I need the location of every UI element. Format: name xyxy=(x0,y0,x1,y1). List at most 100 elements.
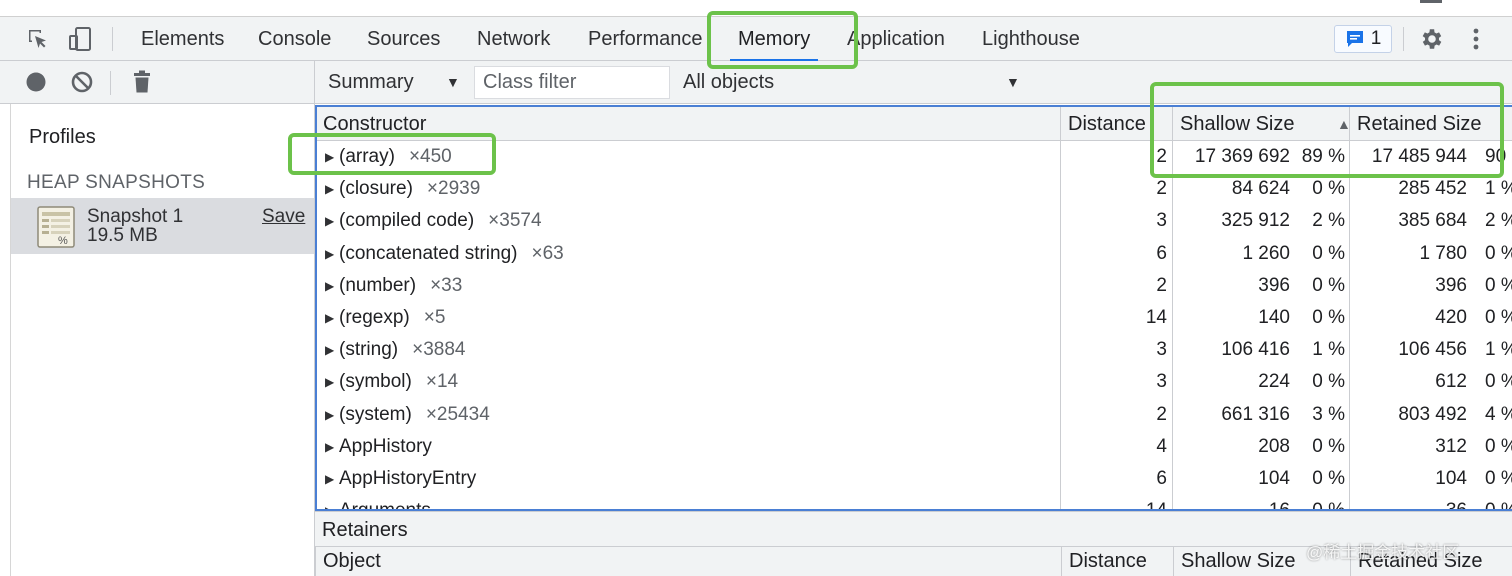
header-constructor[interactable]: Constructor xyxy=(323,113,427,135)
record-icon[interactable] xyxy=(22,68,50,96)
row-shallow-percent: 89 % xyxy=(1301,146,1345,167)
tab-elements[interactable]: Elements xyxy=(141,28,225,50)
row-shallow-percent: 0 % xyxy=(1312,178,1345,200)
retainers-header-distance[interactable]: Distance xyxy=(1069,550,1147,572)
row-shallow-size: 16 xyxy=(1268,500,1290,511)
row-constructor: AppHistory xyxy=(339,431,446,463)
constructor-name: AppHistoryEntry xyxy=(339,468,477,489)
expand-arrow-icon[interactable]: ▶ xyxy=(325,472,335,486)
header-retained-size[interactable]: Retained Size xyxy=(1357,113,1482,135)
constructor-name: (symbol) xyxy=(339,371,412,393)
header-distance[interactable]: Distance xyxy=(1068,113,1146,135)
objects-select[interactable]: All objects xyxy=(683,71,775,93)
tab-performance[interactable]: Performance xyxy=(588,28,703,50)
profiles-title: Profiles xyxy=(29,126,96,148)
sort-ascending-icon[interactable]: ▲ xyxy=(1337,116,1351,132)
constructor-name: (compiled code) xyxy=(339,210,475,232)
expand-arrow-icon[interactable]: ▶ xyxy=(325,214,335,229)
row-distance: 14 xyxy=(1145,500,1167,511)
row-distance: 3 xyxy=(1156,210,1167,232)
expand-arrow-icon[interactable]: ▶ xyxy=(325,182,335,197)
trash-icon[interactable] xyxy=(128,68,156,96)
class-filter-input[interactable] xyxy=(474,66,670,99)
device-toolbar-icon[interactable] xyxy=(66,25,94,53)
expand-arrow-icon[interactable]: ▶ xyxy=(325,311,335,325)
view-select[interactable]: Summary xyxy=(328,71,414,93)
retainers-bar: Retainers xyxy=(315,511,1512,547)
row-distance: 6 xyxy=(1156,468,1167,489)
tab-console[interactable]: Console xyxy=(258,28,332,50)
snapshot-item[interactable]: % Snapshot 1 19.5 MB Save xyxy=(11,198,314,254)
constructor-name: (system) xyxy=(339,403,412,425)
row-distance: 3 xyxy=(1156,339,1167,361)
column-divider xyxy=(1349,107,1350,509)
inspect-element-icon[interactable] xyxy=(24,25,52,53)
expand-arrow-icon[interactable]: ▶ xyxy=(325,343,335,358)
drag-grip[interactable] xyxy=(1420,0,1442,3)
heap-snapshots-title: HEAP SNAPSHOTS xyxy=(27,172,206,193)
snapshot-size: 19.5 MB xyxy=(87,225,158,246)
toolbar-separator xyxy=(1403,27,1404,51)
row-distance: 6 xyxy=(1156,242,1167,264)
expand-arrow-icon[interactable]: ▶ xyxy=(325,150,335,164)
retainers-header-shallow-size[interactable]: Shallow Size xyxy=(1181,550,1296,572)
row-distance: 2 xyxy=(1156,274,1167,296)
expand-arrow-icon[interactable]: ▶ xyxy=(325,407,335,422)
more-options-icon[interactable] xyxy=(1462,25,1490,53)
instance-count: ×5 xyxy=(423,307,446,328)
clear-icon[interactable] xyxy=(68,68,96,96)
row-constructor: (array)×450 xyxy=(339,141,452,173)
row-shallow-size: 325 912 xyxy=(1221,210,1290,232)
view-select-arrow-icon[interactable]: ▼ xyxy=(446,74,460,90)
expand-arrow-icon[interactable]: ▶ xyxy=(325,375,335,390)
header-shallow-size[interactable]: Shallow Size xyxy=(1180,113,1295,135)
tab-memory[interactable]: Memory xyxy=(729,17,819,61)
retainers-header: Object Distance Shallow Size Retained Si… xyxy=(315,547,1512,576)
objects-select-arrow-icon[interactable]: ▼ xyxy=(1006,74,1020,90)
instance-count: ×2939 xyxy=(426,178,481,200)
expand-arrow-icon[interactable]: ▶ xyxy=(325,278,335,293)
tab-lighthouse[interactable]: Lighthouse xyxy=(982,28,1080,50)
row-shallow-percent: 0 % xyxy=(1312,274,1345,296)
watermark: @稀土掘金技术社区 xyxy=(1306,543,1460,562)
row-shallow-percent: 0 % xyxy=(1312,242,1345,264)
row-retained-percent: 1 % xyxy=(1485,339,1512,361)
instance-count: ×450 xyxy=(408,146,452,167)
retainers-header-object[interactable]: Object xyxy=(323,550,381,572)
tab-network[interactable]: Network xyxy=(477,28,551,50)
retainers-header-retained-size[interactable]: Retained Size xyxy=(1358,550,1483,572)
instance-count: ×3884 xyxy=(412,339,466,361)
gear-icon[interactable] xyxy=(1418,25,1446,53)
row-retained-percent: 0 % xyxy=(1485,307,1512,328)
snapshot-save-link[interactable]: Save xyxy=(262,206,306,227)
row-distance: 4 xyxy=(1156,435,1167,457)
left-gutter xyxy=(0,17,11,576)
expand-arrow-icon[interactable]: ▶ xyxy=(325,439,335,454)
row-shallow-size: 106 416 xyxy=(1221,339,1290,361)
constructor-name: (regexp) xyxy=(339,307,410,328)
toolbar-separator xyxy=(112,27,113,51)
messages-count: 1 xyxy=(1370,28,1382,49)
tab-sources[interactable]: Sources xyxy=(367,28,441,50)
row-shallow-size: 84 624 xyxy=(1231,178,1290,200)
devtools-tab-bar: Elements Console Sources Network Perform… xyxy=(0,17,1512,61)
retainers-title: Retainers xyxy=(322,519,408,541)
messages-badge[interactable]: 1 xyxy=(1334,25,1392,53)
row-shallow-size: 396 xyxy=(1258,274,1290,296)
instance-count: ×63 xyxy=(531,242,564,264)
expand-arrow-icon[interactable]: ▶ xyxy=(325,495,334,509)
tab-application[interactable]: Application xyxy=(847,28,945,50)
expand-arrow-icon[interactable]: ▶ xyxy=(325,246,335,261)
